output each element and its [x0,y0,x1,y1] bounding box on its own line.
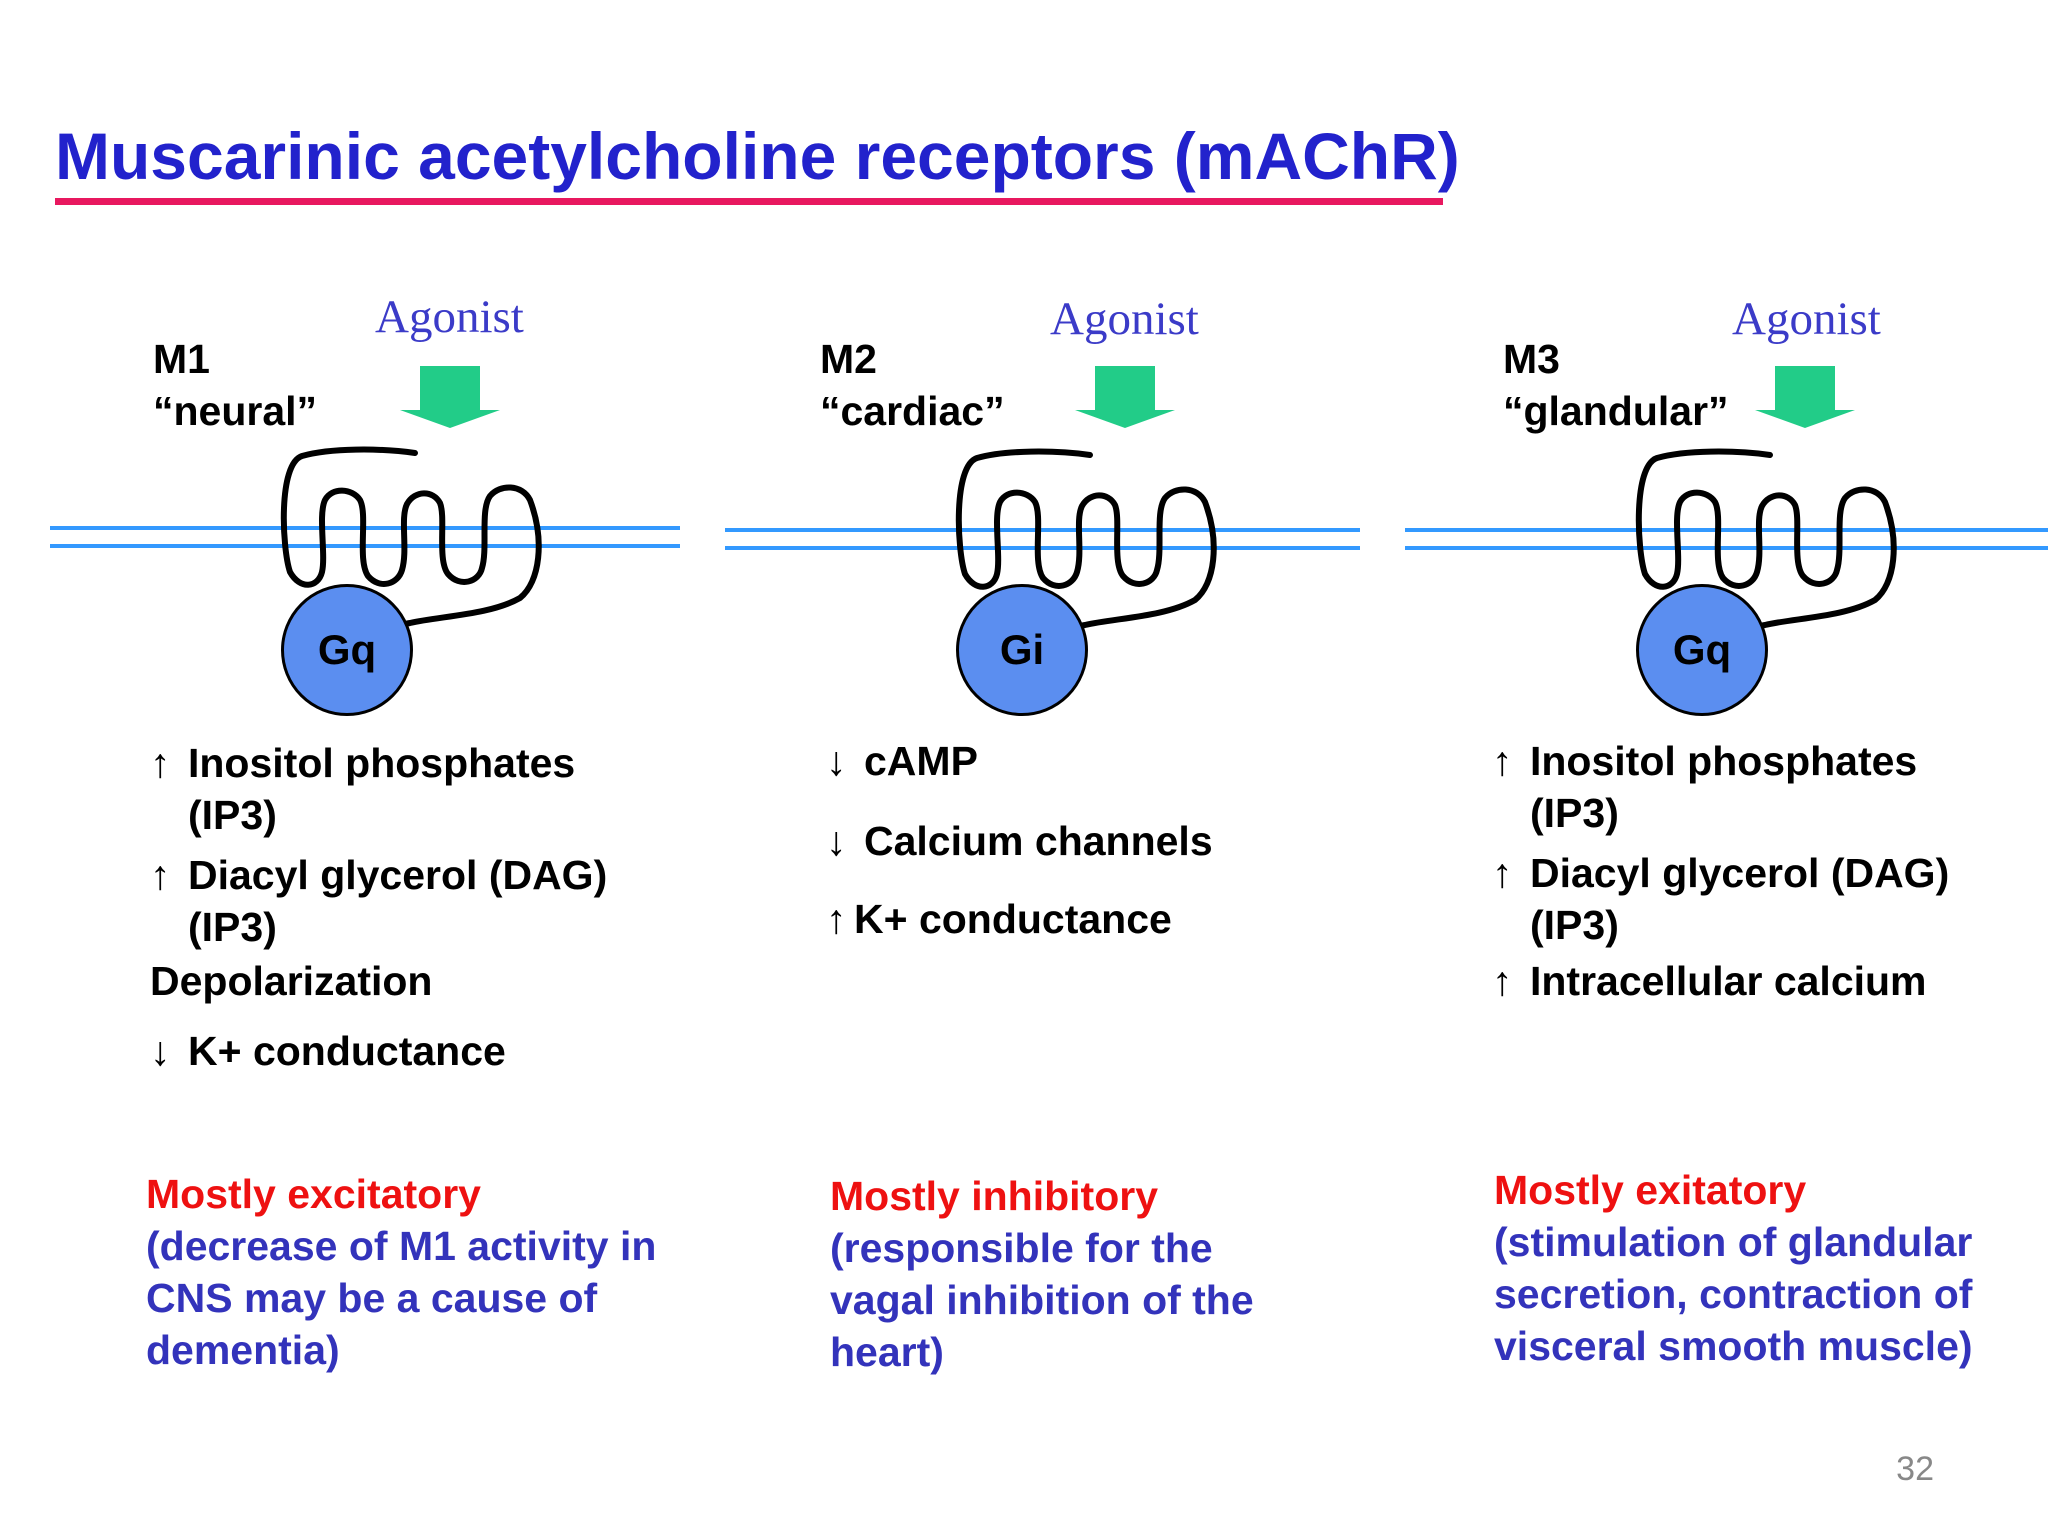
receptor-name: M3 [1503,336,1560,382]
effect-item: ↑Inositol phosphates [150,740,576,786]
effect-item: (IP3) [1530,902,1619,948]
receptor-loop [280,446,542,634]
slide-title: Muscarinic acetylcholine receptors (mACh… [55,119,1460,193]
effect-item: Depolarization [150,958,433,1004]
receptor-name: M1 [153,336,210,382]
summary-block: Mostly inhibitory (responsible for the v… [830,1170,1254,1378]
receptor-loop [955,448,1217,636]
summary-line: heart) [830,1329,944,1375]
g-protein-gq: Gq [1636,584,1768,716]
agonist-arrow-icon [400,366,500,428]
agonist-arrow-icon [1755,366,1855,428]
summary-line: vagal inhibition of the [830,1277,1254,1323]
summary-block: Mostly excitatory (decrease of M1 activi… [146,1168,656,1376]
down-arrow-icon: ↓ [826,818,847,864]
receptor-diagram [50,366,680,634]
summary-block: Mostly exitatory (stimulation of glandul… [1494,1164,1973,1372]
summary-line: (decrease of M1 activity in [146,1223,657,1269]
summary-line: visceral smooth muscle) [1494,1323,1973,1369]
receptor-panel-m1: M1 “neural” Agonist Gq ↑Inositol phospha… [0,0,680,1536]
summary-heading: Mostly excitatory [146,1171,481,1217]
up-arrow-icon: ↑ [1492,958,1513,1004]
receptor-diagram [725,366,1360,636]
up-arrow-icon: ↑ [1492,738,1513,784]
effect-item: ↓Calcium channels [826,818,1213,864]
summary-heading: Mostly inhibitory [830,1173,1158,1219]
receptor-name: M2 [820,336,877,382]
receptor-type: “cardiac” [820,388,1005,434]
summary-line: dementia) [146,1327,340,1373]
up-arrow-icon: ↑ [150,740,171,786]
summary-line: CNS may be a cause of [146,1275,598,1321]
summary-line: (responsible for the [830,1225,1213,1271]
title-underline [55,198,1443,205]
effect-item: ↓K+ conductance [150,1028,506,1074]
receptor-panel-m2: M2 “cardiac” Agonist Gi ↓cAMP ↓Calcium c… [680,0,1360,1536]
effect-item: ↓cAMP [826,738,978,784]
receptor-type: “glandular” [1503,388,1729,434]
down-arrow-icon: ↓ [826,738,847,784]
receptor-loop [1635,448,1897,636]
receptor-panel-m3: M3 “glandular” Agonist Gq ↑Inositol phos… [1360,0,2048,1536]
agonist-label: Agonist [1050,293,1199,345]
effect-item: ↑Diacyl glycerol (DAG) [150,852,608,898]
agonist-arrow-icon [1075,366,1175,428]
g-protein-gi: Gi [956,584,1088,716]
effect-item: (IP3) [1530,790,1619,836]
agonist-label: Agonist [375,291,524,343]
g-protein-gq: Gq [281,584,413,716]
effect-item: ↑Inositol phosphates [1492,738,1918,784]
receptor-diagram [1405,366,2048,636]
effect-item: (IP3) [188,904,277,950]
effect-item: ↑K+ conductance [826,896,1172,942]
summary-heading: Mostly exitatory [1494,1167,1807,1213]
up-arrow-icon: ↑ [150,852,171,898]
effect-item: ↑Intracellular calcium [1492,958,1927,1004]
summary-line: (stimulation of glandular [1494,1219,1973,1265]
summary-line: secretion, contraction of [1494,1271,1973,1317]
up-arrow-icon: ↑ [1492,850,1513,896]
down-arrow-icon: ↓ [150,1028,171,1074]
up-arrow-icon: ↑ [826,896,847,942]
effect-item: ↑Diacyl glycerol (DAG) [1492,850,1950,896]
agonist-label: Agonist [1732,293,1881,345]
effect-item: (IP3) [188,792,277,838]
page-number: 32 [1896,1450,1934,1488]
receptor-type: “neural” [153,388,318,434]
